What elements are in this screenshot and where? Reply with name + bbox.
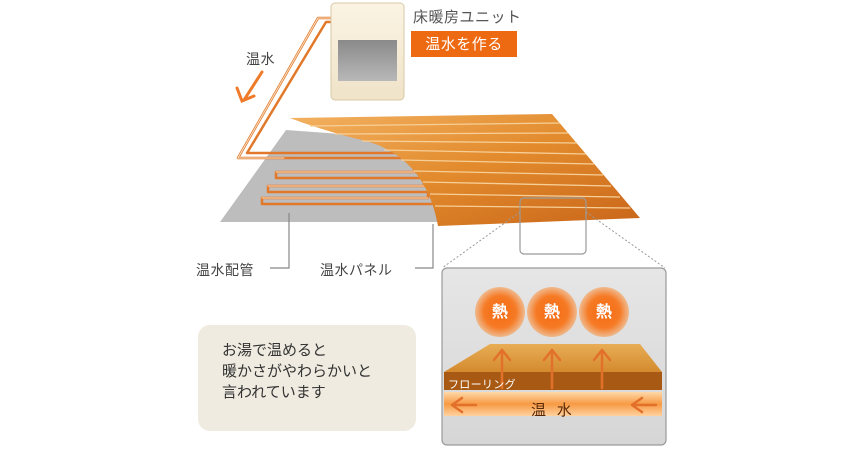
heat-mark: 熱	[475, 287, 525, 337]
heat-up-arrow-icon	[542, 348, 562, 390]
heat-mark: 熱	[527, 287, 577, 337]
hot-water-label: 温水	[246, 52, 275, 68]
panel-leader-line	[415, 224, 434, 269]
pipe-label: 温水配管	[196, 263, 254, 279]
heat-mark: 熱	[579, 287, 629, 337]
zoom-highlight-box	[519, 197, 587, 255]
left-arrow-icon	[630, 396, 658, 414]
detail-hot-water-label: 温 水	[531, 401, 575, 419]
note-box	[198, 325, 416, 431]
flow-arrow-icon	[235, 70, 264, 103]
heat-up-arrow-icon	[492, 348, 512, 390]
heat-up-arrows	[492, 348, 612, 390]
note-line: お湯で温めると	[222, 341, 328, 359]
heating-unit	[330, 2, 405, 101]
note-line: 言われています	[222, 383, 326, 401]
note-text: お湯で温めると 暖かさがやわらかいと 言われています	[222, 340, 372, 403]
make-hot-water-badge: 温水を作る	[411, 31, 517, 57]
water-flow-arrows	[450, 396, 658, 414]
heat-up-arrow-icon	[592, 348, 612, 390]
note-line: 暖かさがやわらかいと	[222, 362, 373, 380]
heating-unit-label: 床暖房ユニット	[413, 8, 522, 26]
left-arrow-icon	[450, 396, 478, 414]
pipe-leader-line	[270, 213, 290, 269]
panel-label: 温水パネル	[320, 263, 393, 279]
flooring-label: フローリング	[448, 378, 516, 391]
